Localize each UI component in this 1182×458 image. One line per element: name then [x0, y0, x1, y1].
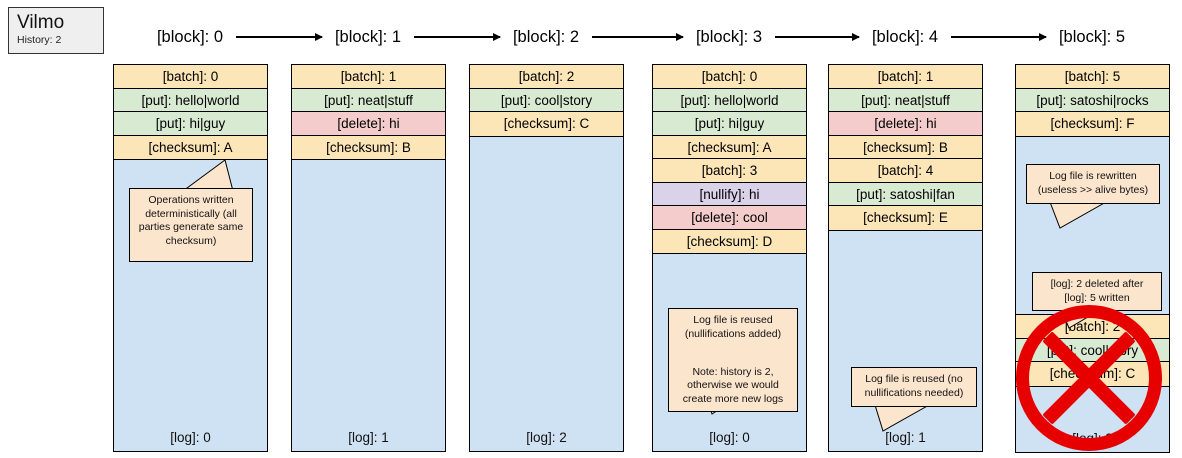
entry-row-checksum[interactable]: [checksum]: A	[653, 135, 806, 159]
entry-row-batch[interactable]: [batch]: 1	[292, 65, 445, 89]
block-column-4: [batch]: 1[put]: neat|stuff[delete]: hi[…	[828, 64, 983, 452]
callout-line: Operations written	[148, 194, 234, 206]
block-label-3: [block]: 3	[695, 28, 763, 46]
entry-row-put[interactable]: [put]: neat|stuff	[292, 88, 445, 112]
chain-arrow-0-1	[236, 32, 323, 41]
entry-row-put[interactable]: [put]: hi|guy	[114, 112, 267, 136]
block-label-5: [block]: 5	[1058, 28, 1126, 46]
entry-row-checksum[interactable]: [checksum]: B	[292, 135, 445, 159]
entry-row-checksum[interactable]: [checksum]: B	[829, 135, 982, 159]
chain-arrow-2-3	[592, 32, 684, 41]
callout-line: (nullifications added)	[684, 327, 782, 340]
entry-row-put[interactable]: [put]: neat|stuff	[829, 88, 982, 112]
entry-row-batch[interactable]: [batch]: 0	[114, 65, 267, 89]
entry-row-put[interactable]: [put]: satoshi|rocks	[1016, 88, 1169, 112]
entry-row-put[interactable]: [put]: cool|story	[470, 88, 623, 112]
callout-line: [log]: 5 written	[1064, 291, 1130, 304]
callout-line: [log]: 2 deleted after	[1050, 278, 1144, 290]
entry-row-batch[interactable]: [batch]: 1	[829, 65, 982, 89]
entry-row-batch[interactable]: [batch]: 2	[470, 65, 623, 89]
log-file-area[interactable]: [log]: 1	[291, 160, 446, 452]
callout-line: create more new logs	[682, 392, 784, 405]
entry-row-put[interactable]: [put]: satoshi|fan	[829, 182, 982, 206]
entry-row-checksum[interactable]: [checksum]: F	[1016, 112, 1169, 136]
entry-row-batch[interactable]: [batch]: 5	[1016, 65, 1169, 89]
callout-line: Note: history is 2,	[692, 365, 774, 378]
block-label-4: [block]: 4	[871, 28, 939, 46]
entry-row-delete[interactable]: [delete]: hi	[829, 112, 982, 136]
entry-row-checksum[interactable]: [checksum]: D	[653, 229, 806, 253]
callout-line: deterministically (all	[145, 207, 237, 220]
entry-row-batch[interactable]: [batch]: 0	[653, 65, 806, 89]
callout-line: otherwise we would	[687, 379, 779, 391]
entry-list: [batch]: 1[put]: neat|stuff[delete]: hi[…	[291, 64, 446, 160]
entry-list: [batch]: 1[put]: neat|stuff[delete]: hi[…	[828, 64, 983, 231]
entry-row-checksum[interactable]: [checksum]: A	[114, 135, 267, 159]
app-history-label: History: 2	[17, 34, 62, 46]
entry-row-batch[interactable]: [batch]: 4	[829, 159, 982, 183]
chain-arrow-1-2	[414, 32, 501, 41]
callout-line: checksum)	[165, 234, 217, 247]
entry-row-delete[interactable]: [delete]: cool	[653, 206, 806, 230]
block-label-0: [block]: 0	[156, 28, 224, 46]
log-file-area[interactable]: [log]: 2	[469, 136, 624, 452]
block-label-2: [block]: 2	[512, 28, 580, 46]
callout-block-5: Log file is rewritten(useless >> alive b…	[1026, 164, 1160, 204]
callout-line: Log file is reused (no	[865, 373, 963, 385]
entry-list: [batch]: 5[put]: satoshi|rocks[checksum]…	[1015, 64, 1170, 137]
log-file-label: [log]: 2	[526, 430, 567, 445]
chain-arrow-3-4	[775, 32, 860, 41]
app-title: Vilmo	[17, 12, 65, 33]
callout-line: (useless >> alive bytes)	[1037, 183, 1149, 196]
callout-deleted-log: [log]: 2 deleted after[log]: 5 written	[1032, 272, 1162, 311]
callout-block-3: Log file is reused(nullifications added)…	[668, 308, 798, 412]
log-file-label: [log]: 0	[170, 430, 211, 445]
entry-row-put[interactable]: [put]: hello|world	[653, 88, 806, 112]
entry-list: [batch]: 0[put]: hello|world[put]: hi|gu…	[652, 64, 807, 254]
log-file-area[interactable]: [log]: 1	[828, 230, 983, 452]
log-file-label: [log]: 0	[709, 430, 750, 445]
entry-row-delete[interactable]: [delete]: hi	[292, 112, 445, 136]
entry-row-put[interactable]: [put]: hello|world	[114, 88, 267, 112]
entry-row-batch[interactable]: [batch]: 3	[653, 159, 806, 183]
log-file-label: [log]: 1	[348, 430, 389, 445]
callout-line: parties generate same	[138, 221, 244, 233]
block-column-1: [batch]: 1[put]: neat|stuff[delete]: hi[…	[291, 64, 446, 452]
app-title-box: Vilmo History: 2	[8, 7, 104, 54]
entry-list: [batch]: 0[put]: hello|world[put]: hi|gu…	[113, 64, 268, 160]
block-column-2: [batch]: 2[put]: cool|story[checksum]: C…	[469, 64, 624, 452]
entry-row-checksum[interactable]: [checksum]: E	[829, 206, 982, 230]
callout-line	[674, 352, 792, 366]
callout-line: Log file is reused	[693, 314, 773, 326]
entry-row-nullify[interactable]: [nullify]: hi	[653, 182, 806, 206]
callout-line: nullifications needed)	[864, 386, 964, 399]
callout-line: Log file is rewritten	[1049, 170, 1137, 182]
entry-row-checksum[interactable]: [checksum]: C	[470, 112, 623, 136]
block-label-1: [block]: 1	[334, 28, 402, 46]
chain-arrow-4-5	[951, 32, 1047, 41]
entry-row-put[interactable]: [put]: hi|guy	[653, 112, 806, 136]
log-file-label: [log]: 1	[885, 430, 926, 445]
entry-list: [batch]: 2[put]: cool|story[checksum]: C	[469, 64, 624, 137]
